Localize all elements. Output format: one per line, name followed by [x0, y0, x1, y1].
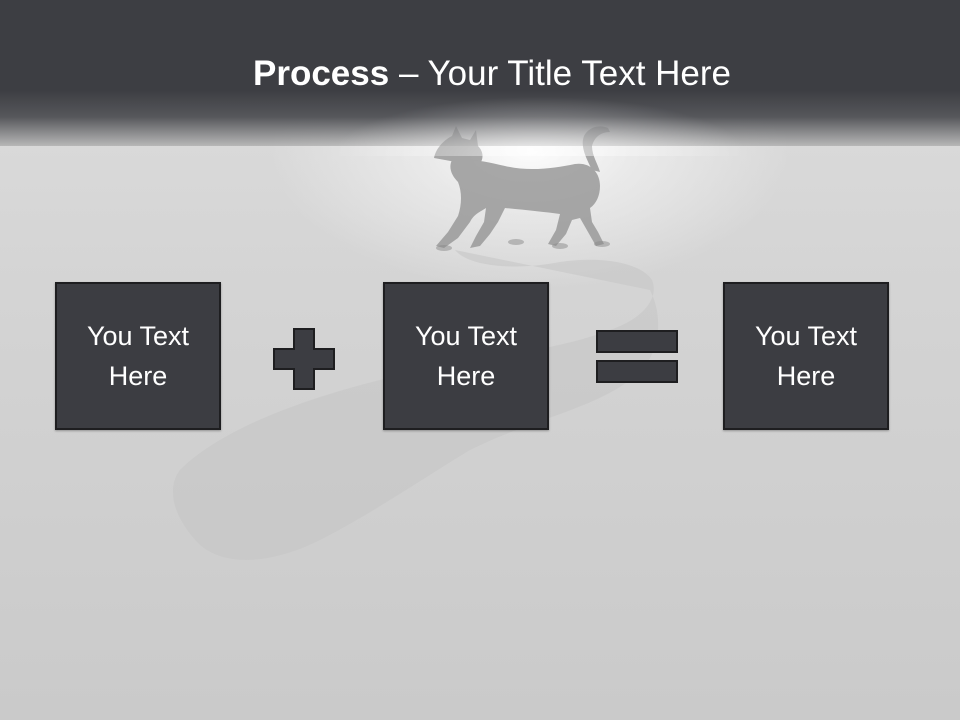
title-text: – Your Title Text Here [389, 54, 731, 93]
text-box-1-label: You Text Here [86, 321, 190, 391]
plus-icon [273, 328, 335, 390]
equals-icon [596, 330, 678, 383]
slide-title[interactable]: Process – Your Title Text Here [0, 52, 960, 96]
title-bar-glow [330, 96, 750, 156]
text-box-3[interactable]: You Text Here [723, 282, 889, 430]
title-bold-text: Process [253, 54, 390, 93]
text-box-3-label: You Text Here [754, 321, 858, 391]
text-box-2-label: You Text Here [414, 321, 518, 391]
text-box-2[interactable]: You Text Here [383, 282, 549, 430]
text-box-1[interactable]: You Text Here [55, 282, 221, 430]
